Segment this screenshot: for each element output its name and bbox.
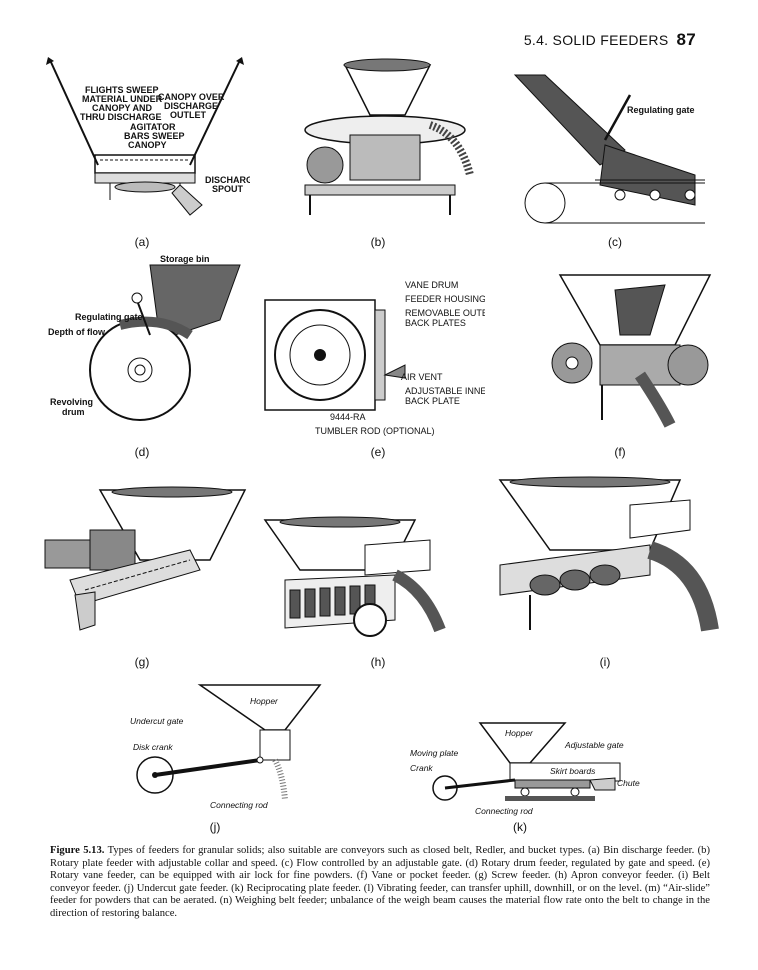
panel-g-screw-feeder [40, 480, 250, 655]
label-removable-outer: REMOVABLE OUTER [405, 308, 485, 318]
label-outlet: OUTLET [170, 110, 206, 120]
label-vane-drum: VANE DRUM [405, 280, 458, 290]
label-material-under: MATERIAL UNDER [82, 94, 163, 104]
panel-j-undercut-gate-feeder: Hopper Undercut gate Disk crank Connecti… [125, 680, 325, 820]
label-crank: Crank [410, 763, 433, 773]
caption-text: Types of feeders for granular solids; al… [50, 845, 710, 919]
panel-e-rotary-vane-feeder: VANE DRUM FEEDER HOUSING REMOVABLE OUTER… [255, 260, 485, 440]
panel-g-label: (g) [134, 655, 150, 669]
label-canopy-over: CANOPY OVER [158, 92, 225, 102]
label-9444-ra: 9444-RA [330, 412, 366, 422]
panel-k-reciprocating-plate-feeder: Hopper Adjustable gate Moving plate Cran… [405, 718, 665, 818]
panel-f-vane-pocket-feeder [530, 255, 720, 440]
label-connecting-rod-k: Connecting rod [475, 806, 533, 816]
figure-number: Figure 5.13. [50, 845, 105, 856]
panel-h-label: (h) [370, 655, 386, 669]
label-thru-discharge: THRU DISCHARGE [80, 112, 162, 122]
panel-c-label: (c) [608, 235, 622, 249]
label-canopy-and: CANOPY AND [92, 103, 153, 113]
panel-c-adjustable-gate: Regulating gate [505, 55, 715, 230]
panel-g-drawing [44, 486, 247, 631]
section-title: 5.4. SOLID FEEDERS [523, 32, 669, 48]
panel-d-rotary-drum-feeder: Storage bin Regulating gate Depth of flo… [40, 250, 250, 440]
label-flights-sweep: FLIGHTS SWEEP [85, 85, 159, 95]
label-regulating-gate: Regulating gate [627, 105, 695, 115]
label-disk-crank: Disk crank [133, 742, 173, 752]
label-back-plates: BACK PLATES [405, 318, 466, 328]
panel-k-drawing: Hopper Adjustable gate Moving plate Cran… [410, 722, 640, 816]
panel-e-drawing: VANE DRUM FEEDER HOUSING REMOVABLE OUTER… [264, 280, 485, 436]
label-canopy: CANOPY [128, 140, 167, 150]
panel-h-drawing [263, 516, 446, 637]
label-depth-of-flow: Depth of flow [48, 327, 106, 337]
figure-caption: Figure 5.13. Types of feeders for granul… [50, 845, 710, 921]
panel-d-label: (d) [134, 445, 150, 459]
label-discharge-2: DISCHARGE [205, 175, 250, 185]
label-storage-bin: Storage bin [160, 254, 210, 264]
label-bars-sweep: BARS SWEEP [124, 131, 185, 141]
label-revolving: Revolving [50, 397, 93, 407]
panel-j-drawing: Hopper Undercut gate Disk crank Connecti… [130, 684, 322, 810]
label-undercut-gate: Undercut gate [130, 716, 184, 726]
label-feeder-housing: FEEDER HOUSING [405, 294, 485, 304]
label-adjustable-inner: ADJUSTABLE INNER [405, 386, 485, 396]
label-chute: Chute [617, 778, 640, 788]
panel-i-drawing [498, 476, 719, 632]
page-number: 87 [676, 30, 696, 49]
panel-e-label: (e) [370, 445, 386, 459]
label-hopper-k: Hopper [505, 728, 534, 738]
panel-i-label: (i) [599, 655, 611, 669]
panel-k-label: (k) [513, 820, 527, 834]
label-back-plate: BACK PLATE [405, 396, 460, 406]
panel-a-drawing: FLIGHTS SWEEP MATERIAL UNDER CANOPY AND … [46, 57, 250, 216]
panel-d-drawing: Storage bin Regulating gate Depth of flo… [48, 254, 241, 421]
panel-a-label: (a) [134, 235, 150, 249]
label-air-vent: AIR VENT [401, 372, 443, 382]
panel-i-belt-conveyor-feeder [490, 470, 720, 655]
panel-h-apron-conveyor-feeder [255, 510, 465, 655]
panel-b-rotary-plate-feeder [280, 55, 490, 230]
label-connecting-rod-j: Connecting rod [210, 800, 268, 810]
label-discharge: DISCHARGE [164, 101, 218, 111]
label-hopper-j: Hopper [250, 696, 279, 706]
label-regulating-gate-d: Regulating gate [75, 312, 143, 322]
label-spout: SPOUT [212, 184, 244, 194]
panel-b-label: (b) [370, 235, 386, 249]
label-agitator: AGITATOR [130, 122, 176, 132]
label-moving-plate: Moving plate [410, 748, 458, 758]
panel-f-drawing [551, 274, 712, 428]
page-header: 5.4. SOLID FEEDERS 87 [524, 30, 696, 50]
panel-f-label: (f) [614, 445, 626, 459]
panel-a-bin-discharge-feeder: FLIGHTS SWEEP MATERIAL UNDER CANOPY AND … [40, 55, 250, 230]
label-drum: drum [62, 407, 85, 417]
panel-j-label: (j) [209, 820, 221, 834]
panel-b-drawing [304, 58, 474, 215]
label-adjustable-gate: Adjustable gate [564, 740, 624, 750]
label-tumbler-rod: TUMBLER ROD (OPTIONAL) [315, 426, 435, 436]
label-skirt-boards: Skirt boards [550, 766, 596, 776]
panel-c-drawing: Regulating gate [513, 74, 705, 224]
